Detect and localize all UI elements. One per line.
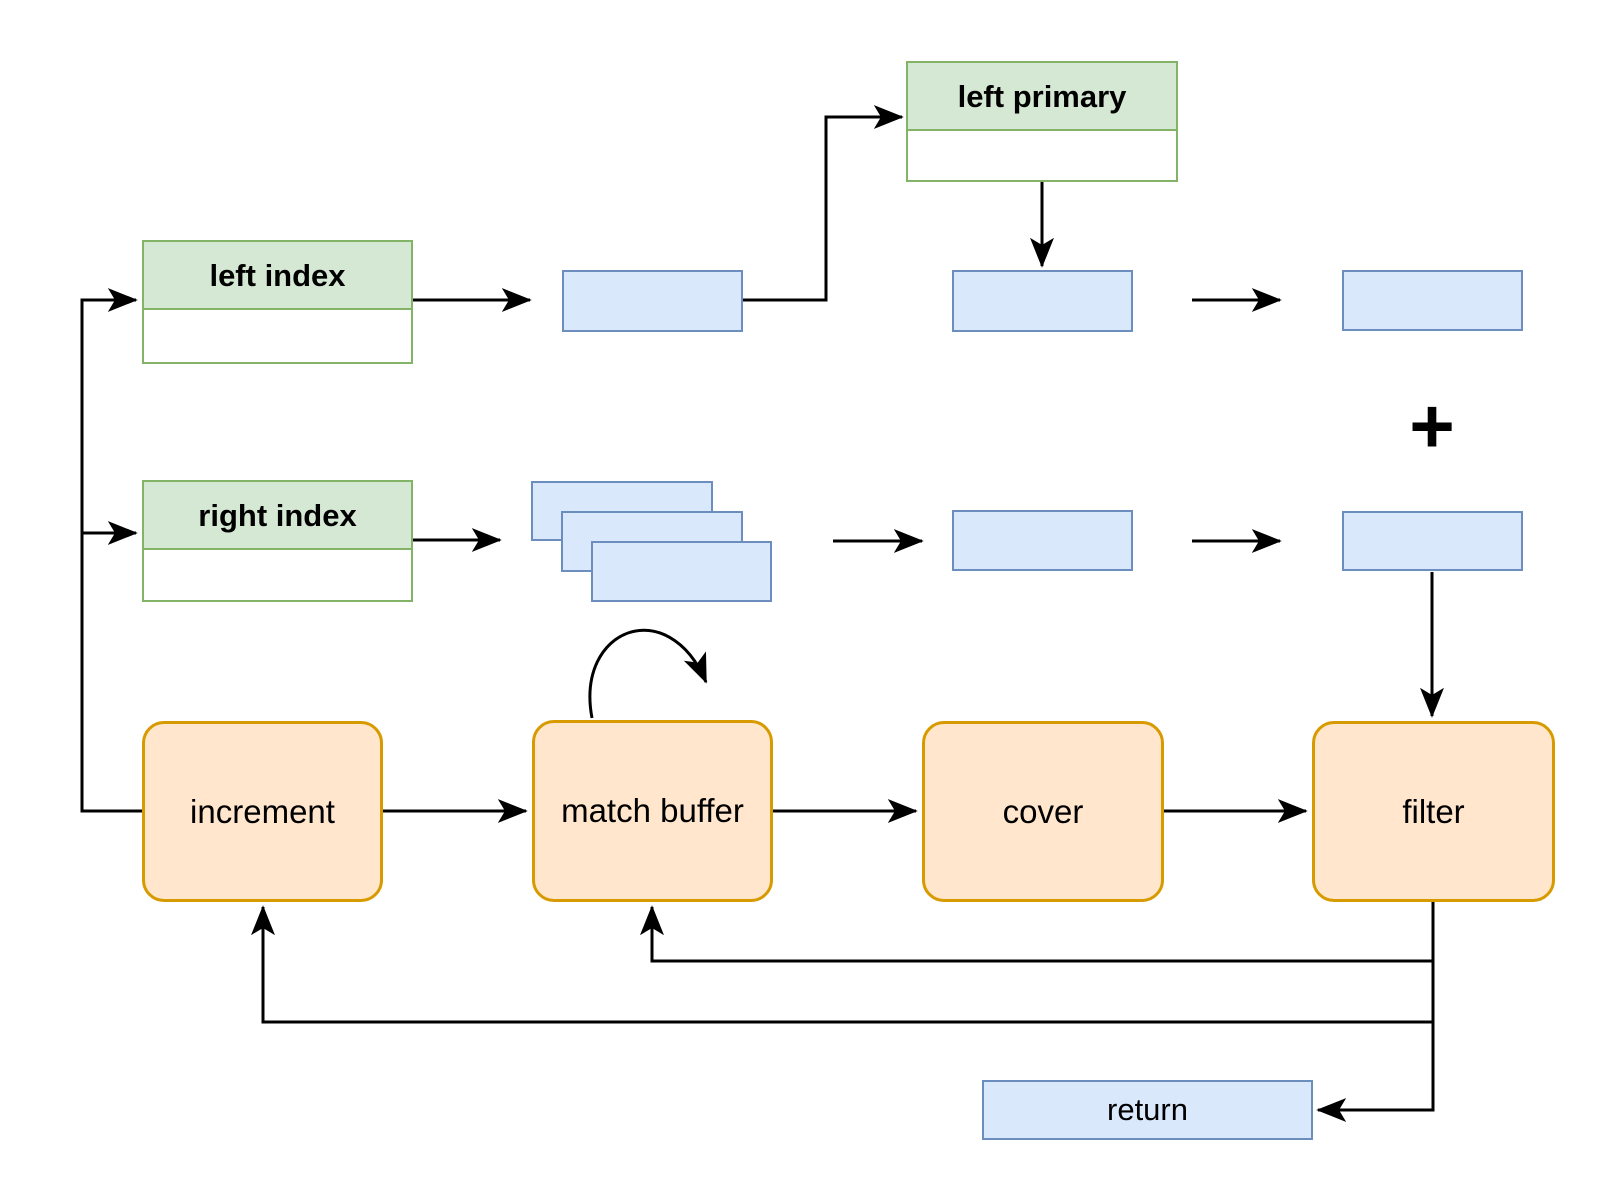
return-label: return (1107, 1092, 1188, 1127)
increment-label: increment (190, 792, 335, 830)
left-primary-value-slot (908, 131, 1176, 180)
tuple-box-right-merged[interactable] (952, 510, 1133, 571)
left-primary-node[interactable]: left primary (906, 61, 1178, 182)
connector-filter-to-return (1316, 902, 1435, 1122)
tuple-box-left-primary-result[interactable] (952, 270, 1133, 332)
filter-label: filter (1402, 792, 1465, 830)
connector-tuple-to-left-primary (743, 105, 904, 302)
filter-node[interactable]: filter (1312, 721, 1555, 902)
left-index-node[interactable]: left index (142, 240, 413, 364)
match-buffer-label: match buffer (561, 792, 744, 829)
right-index-node[interactable]: right index (142, 480, 413, 602)
connector-filter-feedback-to-match-buffer (640, 905, 1433, 963)
cover-node[interactable]: cover (922, 721, 1164, 902)
plus-operator: + (1409, 381, 1455, 470)
right-index-value-slot (144, 550, 411, 600)
match-buffer-node[interactable]: match buffer (532, 720, 773, 902)
left-primary-title: left primary (908, 63, 1176, 131)
tuple-box-left-lookup[interactable] (562, 270, 743, 332)
return-box[interactable]: return (982, 1080, 1313, 1140)
cover-label: cover (1002, 792, 1084, 830)
tuple-box-left-final[interactable] (1342, 270, 1523, 331)
tuple-stack-box-3[interactable] (591, 541, 772, 602)
left-index-title: left index (144, 242, 411, 310)
increment-node[interactable]: increment (142, 721, 383, 902)
right-index-title: right index (144, 482, 411, 550)
connector-match-buffer-self-loop (588, 628, 708, 719)
connector-increment-to-left-index (80, 288, 142, 813)
connector-filter-feedback-to-increment (251, 905, 1433, 1024)
left-index-value-slot (144, 310, 411, 362)
tuple-box-right-final[interactable] (1342, 511, 1523, 571)
